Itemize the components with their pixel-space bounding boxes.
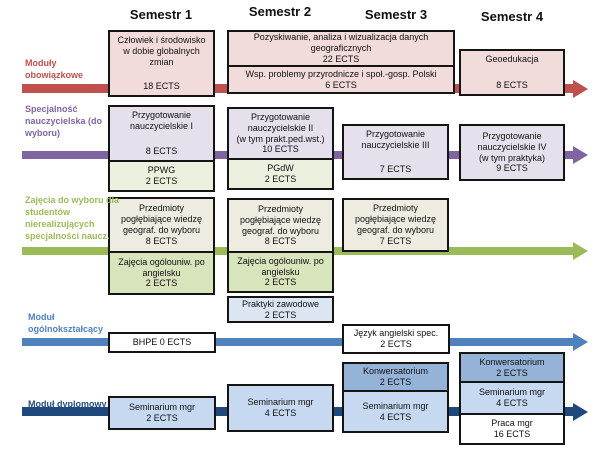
course-title: Konwersatorium — [362, 366, 429, 377]
column-header-semestr-1: Semestr 1 — [129, 7, 193, 22]
course-box-wsp-problemy: Wsp. problemy przyrodnicze i społ.-gosp.… — [227, 65, 455, 94]
course-title: Przedmioty pogłębiające wiedzę geograf. … — [120, 203, 203, 235]
row-label-specjalnosc-nauczycielska: Specjalność nauczycielska (do wyboru) — [25, 104, 103, 138]
course-box-jezyk-angielski: Język angielski spec. 2 ECTS — [342, 324, 450, 354]
course-subtitle: (w tym praktyka) — [478, 152, 545, 163]
course-ects: 2 ECTS — [379, 377, 412, 387]
course-box-czlowiek-i-srodowisko: Człowiek i środowisko w dobie globalnych… — [108, 30, 215, 97]
course-ects: 4 ECTS — [496, 398, 528, 408]
course-ects: 2 ECTS — [264, 174, 297, 184]
course-title: Seminarium mgr — [128, 402, 195, 413]
course-box-praca-mgr: Praca mgr 16 ECTS — [459, 413, 565, 445]
course-box-ppwg: PPWG 2 ECTS — [108, 160, 215, 192]
course-title: Konwersatorium — [479, 356, 545, 367]
course-box-przygotowanie-4: Przygotowanie nauczycielskie IV (w tym p… — [459, 124, 565, 181]
course-title: Seminarium mgr — [247, 397, 314, 408]
course-box-geoedukacja: Geoedukacja 8 ECTS — [459, 49, 565, 96]
course-ects: 7 ECTS — [379, 164, 412, 175]
course-box-praktyki-zawodowe: Praktyki zawodowe 2 ECTS — [227, 296, 334, 323]
row-label-modul-dyplomowy: Moduł dyplomowy — [28, 399, 107, 409]
row-label-moduly-obowiazkowe: Moduły obowiązkowe — [25, 58, 84, 80]
course-title: Seminarium mgr — [478, 387, 545, 398]
course-ects: 16 ECTS — [493, 429, 531, 439]
course-title: PGdW — [267, 163, 294, 174]
course-ects: 2 ECTS — [145, 176, 178, 186]
column-header-semestr-2: Semestr 2 — [248, 4, 312, 19]
course-box-przedmioty-s2: Przedmioty pogłębiające wiedzę geograf. … — [227, 198, 334, 253]
course-title: Zajęcia ogólouniw. po angielsku — [118, 256, 205, 278]
course-title: Przedmioty pogłębiające wiedzę geograf. … — [239, 203, 322, 236]
course-box-przygotowanie-1: Przygotowanie nauczycielskie I 8 ECTS — [108, 105, 215, 162]
course-ects: 8 ECTS — [145, 146, 178, 157]
course-ects: 2 ECTS — [145, 278, 178, 289]
course-box-przedmioty-s3: Przedmioty pogłębiające wiedzę geograf. … — [342, 198, 449, 252]
course-ects: 2 ECTS — [146, 413, 178, 423]
course-ects: 8 ECTS — [264, 236, 297, 247]
course-title: Przygotowanie nauczycielskie II — [247, 111, 314, 133]
course-box-konwersatorium-s3: Konwersatorium 2 ECTS — [342, 362, 449, 392]
row-label-zajecia-do-wyboru: Zajęcia do wyboru dla studentów niereali… — [25, 195, 120, 241]
course-ects: 2 ECTS — [264, 277, 297, 288]
course-box-seminarium-s4: Seminarium mgr 4 ECTS — [459, 381, 565, 415]
course-box-przygotowanie-2: Przygotowanie nauczycielskie II (w tym p… — [227, 107, 334, 160]
course-ects: 8 ECTS — [145, 235, 178, 246]
course-ects: 8 ECTS — [496, 80, 528, 91]
column-header-semestr-3: Semestr 3 — [364, 7, 428, 22]
row-label-modul-ogolnoksztalcacy: Moduł ogólnokształcący — [28, 312, 104, 334]
column-header-semestr-4: Semestr 4 — [480, 9, 544, 24]
course-ects: 22 ECTS — [322, 53, 360, 64]
course-title: BHPE 0 ECTS — [132, 337, 192, 348]
course-ects: 2 ECTS — [496, 367, 528, 378]
course-box-seminarium-s1: Seminarium mgr 2 ECTS — [108, 396, 216, 430]
course-box-przedmioty-s1: Przedmioty pogłębiające wiedzę geograf. … — [108, 197, 215, 253]
course-box-zajecia-s2: Zajęcia ogólouniw. po angielsku 2 ECTS — [227, 251, 334, 293]
course-title: Zajęcia ogólouniw. po angielsku — [237, 255, 324, 277]
course-box-bhpe: BHPE 0 ECTS — [108, 332, 216, 353]
course-ects: 7 ECTS — [379, 235, 412, 246]
course-box-zajecia-s1: Zajęcia ogólouniw. po angielsku 2 ECTS — [108, 251, 215, 295]
course-box-konwersatorium-s4: Konwersatorium 2 ECTS — [459, 352, 565, 383]
course-title: Praca mgr — [491, 418, 533, 429]
course-box-seminarium-s2: Seminarium mgr 4 ECTS — [227, 384, 334, 432]
course-title: Geoedukacja — [485, 54, 539, 64]
course-title: Przygotowanie nauczycielskie IV — [477, 130, 547, 152]
course-ects: 2 ECTS — [380, 339, 412, 349]
course-title: Pozyskiwanie, analiza i wizualizacja dan… — [253, 32, 429, 54]
course-ects: 2 ECTS — [264, 309, 297, 320]
course-ects: 4 ECTS — [379, 411, 412, 422]
course-box-seminarium-s3: Seminarium mgr 4 ECTS — [342, 390, 449, 433]
course-title: Wsp. problemy przyrodnicze i społ.-gosp.… — [245, 68, 437, 79]
course-subtitle: (w tym prakt.ped.wst.) — [236, 133, 325, 144]
course-box-przygotowanie-3: Przygotowanie nauczycielskie III 7 ECTS — [342, 124, 449, 180]
course-box-pgdw: PGdW 2 ECTS — [227, 158, 334, 190]
course-title: Praktyki zawodowe — [241, 298, 320, 309]
course-ects: 6 ECTS — [325, 79, 357, 90]
course-box-pozyskiwanie: Pozyskiwanie, analiza i wizualizacja dan… — [227, 30, 455, 67]
course-title: Przedmioty pogłębiające wiedzę geograf. … — [354, 203, 437, 235]
course-title: Przygotowanie nauczycielskie I — [129, 110, 194, 131]
course-title: Człowiek i środowisko w dobie globalnych… — [117, 35, 206, 67]
course-title: Język angielski spec. — [353, 328, 439, 339]
course-title: Seminarium mgr — [362, 400, 429, 411]
course-title: Przygotowanie nauczycielskie III — [361, 129, 430, 150]
course-ects: 4 ECTS — [264, 408, 297, 418]
course-title: PPWG — [147, 165, 176, 176]
course-ects: 10 ECTS — [262, 144, 299, 155]
course-ects: 9 ECTS — [496, 163, 528, 174]
course-ects: 18 ECTS — [143, 81, 180, 92]
